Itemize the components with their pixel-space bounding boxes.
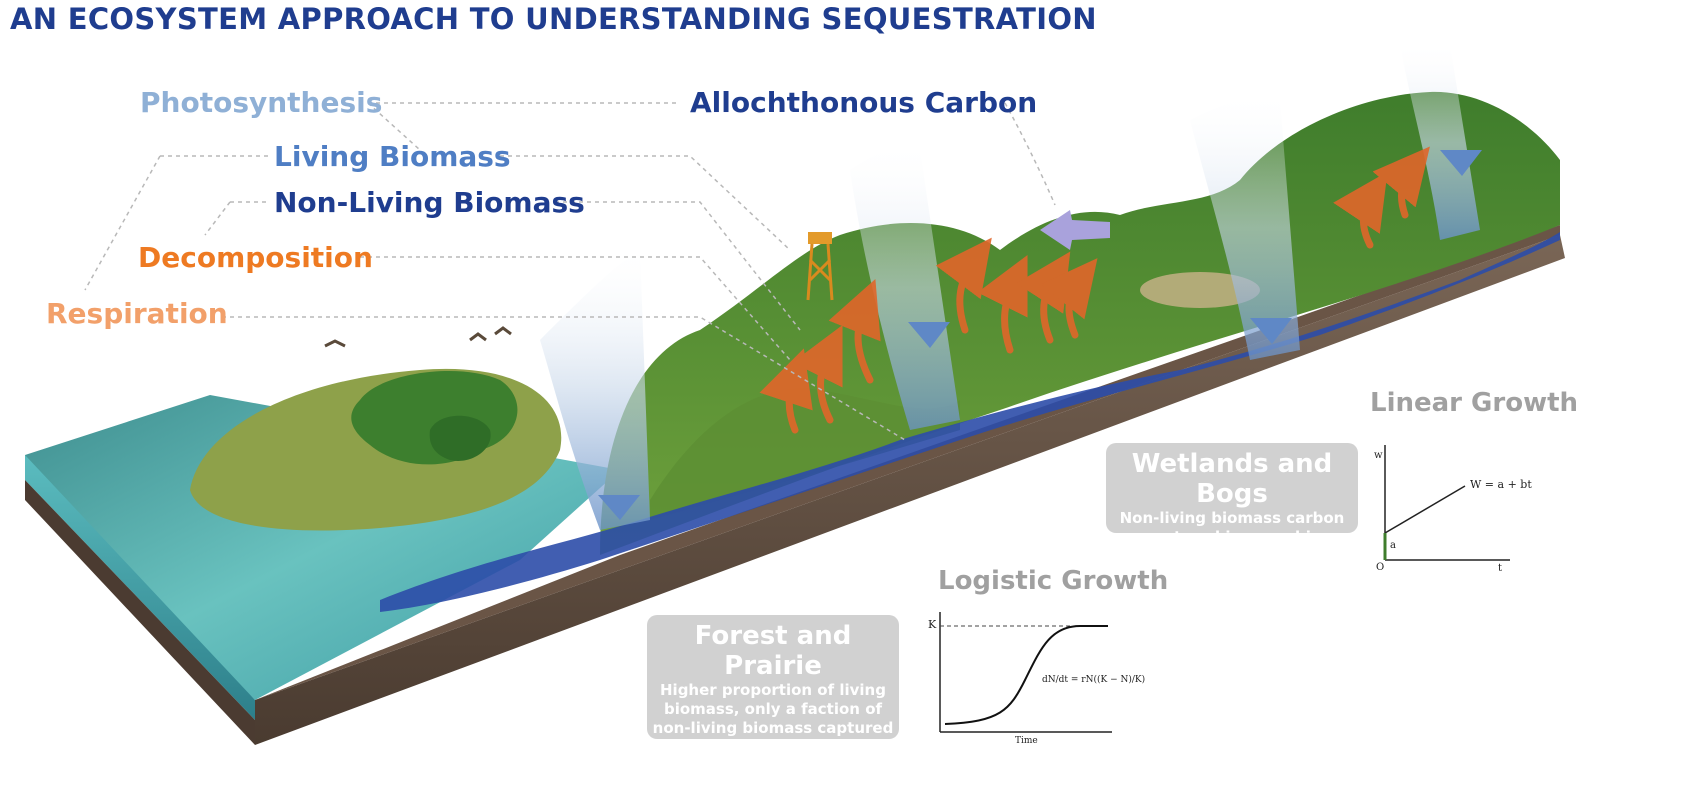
birds — [324, 326, 512, 348]
linear-growth-title: Linear Growth — [1370, 388, 1579, 418]
forest-band — [600, 91, 1560, 555]
label-photosynthesis: Photosynthesis — [140, 86, 383, 119]
respiration-arrows — [759, 146, 1430, 434]
linear-line — [1384, 485, 1466, 534]
logistic-graph — [939, 612, 1112, 733]
forest-prairie-box: Forest and Prairie Higher proportion of … — [647, 615, 899, 756]
label-non-living-biomass: Non-Living Biomass — [274, 186, 585, 219]
logistic-curve — [944, 625, 1108, 725]
photosynthesis-beams — [540, 45, 1482, 530]
label-living-biomass: Living Biomass — [274, 140, 511, 173]
wetlands-bogs-heading: Wetlands and Bogs — [1131, 449, 1333, 509]
logistic-x-label: Time — [1015, 736, 1038, 746]
forest-prairie-description: Higher proportion of living biomass, onl… — [652, 681, 894, 756]
logistic-equation: dN/dt = rN((K − N)/K) — [1042, 675, 1146, 685]
label-allochthonous-carbon: Allochthonous Carbon — [690, 86, 1038, 119]
forest-prairie-heading: Forest and Prairie — [694, 621, 852, 681]
logistic-y-label: K — [928, 618, 937, 631]
leader-lines — [84, 102, 1056, 441]
logistic-growth-title: Logistic Growth — [938, 566, 1169, 596]
allochthonous-arrow — [1040, 210, 1110, 250]
linear-intercept-label: a — [1390, 540, 1396, 551]
wetlands-bogs-box: Wetlands and Bogs Non-living biomass car… — [1106, 443, 1358, 565]
observation-tower — [806, 232, 834, 301]
soil-base — [255, 225, 1565, 745]
linear-x-label: t — [1498, 563, 1503, 574]
linear-origin-label: O — [1376, 562, 1385, 573]
wetland-island — [190, 368, 562, 531]
stream — [380, 232, 1560, 612]
linear-equation: W = a + bt — [1470, 478, 1532, 491]
label-respiration: Respiration — [46, 297, 228, 330]
linear-y-label: w — [1374, 450, 1383, 461]
page-title: AN ECOSYSTEM APPROACH TO UNDERSTANDING S… — [10, 2, 1097, 36]
linear-graph — [1383, 445, 1510, 561]
wetlands-bogs-description: Non-living biomass carbon captured in an… — [1119, 509, 1345, 565]
label-decomposition: Decomposition — [138, 241, 373, 274]
